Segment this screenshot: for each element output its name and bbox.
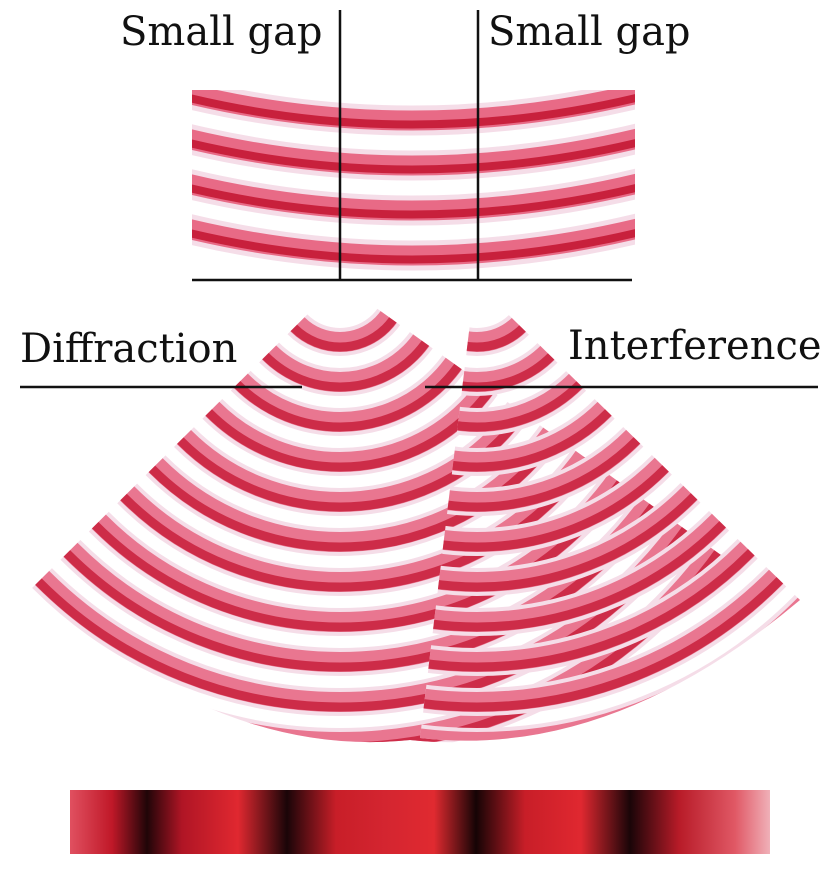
small-gap-label-left: Small gap [120, 12, 323, 52]
small-gap-label-right: Small gap [488, 12, 691, 52]
diffraction-label: Diffraction [20, 329, 237, 369]
interference-label: Interference [568, 326, 822, 366]
incident-waves [185, 93, 640, 260]
interference-fringe-pattern [70, 790, 770, 854]
